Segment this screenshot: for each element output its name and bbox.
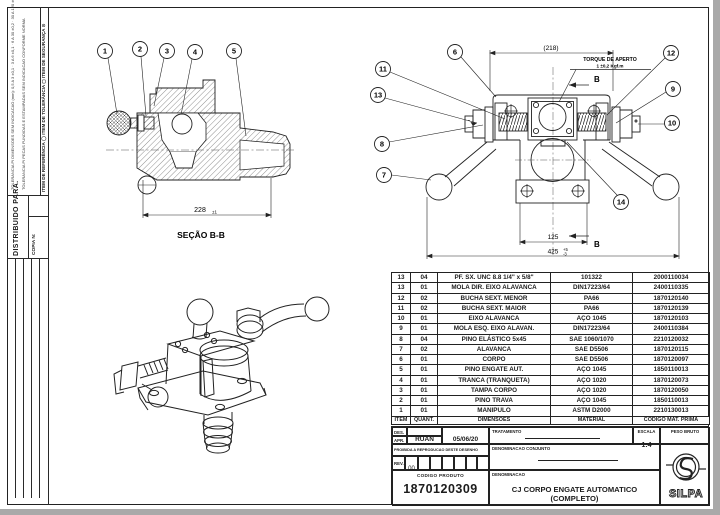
sidebar-symbol-legend: ITEM DE REFERÊNCIA ◯ ITEM DE TOLERÂNCIA … xyxy=(41,23,46,192)
svg-text:7: 7 xyxy=(382,171,386,180)
dim-228 xyxy=(142,178,272,218)
svg-text:8: 8 xyxy=(380,140,384,149)
proibida-note: PROIBIDA A REPRODUCAO DESTE DESENHO xyxy=(394,448,478,452)
section-mark-b-top: B xyxy=(569,75,600,88)
sidebar-tolerance-note-2: TOLERANCIA P/ PECAS FUNDIDAS E ESTAMPADA… xyxy=(21,18,26,190)
escala-label: ESCALA xyxy=(637,429,656,434)
rev-cell-empty xyxy=(442,456,454,470)
svg-text:3: 3 xyxy=(165,47,169,56)
section-title: SEÇÃO B-B xyxy=(177,230,225,240)
drawing-date: 05/06/20 xyxy=(452,436,479,443)
svg-text:14: 14 xyxy=(617,198,626,207)
des-label: DES. xyxy=(394,430,405,435)
balloon-1: 1 xyxy=(97,43,118,115)
rev-value: 00 xyxy=(408,466,415,472)
svg-text:4: 4 xyxy=(193,48,198,57)
torque-note: TORQUE DE APERTO 1 ±0,2 Kgf.m xyxy=(558,57,651,103)
dim-228-value: 228 xyxy=(194,207,206,214)
svg-text:9: 9 xyxy=(671,85,675,94)
bom-header-material: MATERIAL xyxy=(550,415,633,425)
balloon-5: 5 xyxy=(226,43,247,137)
svg-text:10: 10 xyxy=(668,119,676,128)
sheet-frame xyxy=(7,7,709,505)
rev-cell-empty xyxy=(454,456,466,470)
rev-cell-empty xyxy=(466,456,477,470)
svg-text:11: 11 xyxy=(379,65,387,74)
dim-218 xyxy=(489,50,614,91)
distribution-label: DISTRIBUIDO PARA. xyxy=(13,180,20,256)
isometric-view xyxy=(113,296,330,454)
rev-cell-empty xyxy=(418,456,430,470)
svg-text:B: B xyxy=(594,240,600,249)
rev-cell-empty xyxy=(477,456,489,470)
dim-125-value: 125 xyxy=(548,234,559,241)
svg-text:1 ±0,2 Kgf.m: 1 ±0,2 Kgf.m xyxy=(596,64,623,69)
apr-value-empty xyxy=(407,436,442,444)
dim-218-value: (218) xyxy=(543,45,558,52)
title-block: DES. RUAN 05/06/20 APR. TRATAMENTO ESCAL… xyxy=(391,426,710,506)
svg-text:12: 12 xyxy=(667,49,675,58)
front-view: (218) TORQUE DE APERTO 1 ±0,2 Kgf.m B B xyxy=(370,44,681,259)
bom-header-row: ITEM QUANT. DIMENSOES MATERIAL CODIGO MA… xyxy=(391,415,710,425)
tratamento-label: TRATAMENTO xyxy=(492,429,522,434)
apr-label: APR. xyxy=(394,438,405,443)
silpa-logo: SILPA xyxy=(666,453,706,500)
tratamento-blank xyxy=(525,438,600,439)
svg-text:6: 6 xyxy=(453,48,457,57)
peso-bruto-label: PESO BRUTO xyxy=(670,429,700,434)
dim-425-minus: -3 xyxy=(563,252,567,257)
escala-value: 1:4 xyxy=(641,442,652,449)
bom-header-quant: QUANT. xyxy=(410,415,438,425)
bom-header-item: ITEM xyxy=(391,415,411,425)
dim-228-tol: ±1 xyxy=(212,210,217,215)
codigo-produto-label: CODIGO PRODUTO xyxy=(417,473,464,478)
front-balloons: 6 11 13 8 7 12 xyxy=(370,44,681,210)
dim-425 xyxy=(426,197,680,259)
svg-text:TORQUE DE APERTO: TORQUE DE APERTO xyxy=(583,57,637,63)
assembly-body xyxy=(425,94,680,204)
copy-number-label: COPIA N: xyxy=(32,233,37,255)
svg-text:5: 5 xyxy=(232,47,236,56)
svg-text:1: 1 xyxy=(103,47,107,56)
sidebar-tolerance-note-1: TOLERANCIA P/ DIMENSOES SEM INDICACAO (m… xyxy=(10,0,15,190)
silpa-logo-text: SILPA xyxy=(669,488,703,500)
denominacao-label: DENOMINACAO xyxy=(492,472,525,477)
bom-header-dimensoes: DIMENSOES xyxy=(437,415,551,425)
svg-text:2: 2 xyxy=(138,45,142,54)
dim-425-plus: +5 xyxy=(563,247,568,252)
balloon-2: 2 xyxy=(132,41,148,117)
svg-text:13: 13 xyxy=(374,91,382,100)
rev-label: REV. xyxy=(394,461,404,466)
section-cut-body xyxy=(106,79,291,195)
denominacao-conjunto-blank xyxy=(538,460,618,461)
dim-425-value: 425 xyxy=(548,249,559,256)
denominacao-value: CJ CORPO ENGATE AUTOMATICO (COMPLETO) xyxy=(511,485,638,503)
paper-sheet: TOLERANCIA P/ DIMENSOES SEM INDICACAO (m… xyxy=(0,0,713,509)
denominacao-conjunto-label: DENOMINACAO CONJUNTO xyxy=(492,446,551,451)
bom-header-codigo: CODIGO MAT. PRIMA xyxy=(632,415,710,425)
section-mark-b-bottom: B xyxy=(569,233,600,249)
rev-cell-empty xyxy=(430,456,442,470)
section-view-bb: 1 2 3 4 5 xyxy=(97,41,296,240)
codigo-produto-value: 1870120309 xyxy=(403,482,478,496)
svg-text:B: B xyxy=(594,75,600,84)
designer-name: RUAN xyxy=(415,436,434,443)
dim-125 xyxy=(519,203,588,245)
